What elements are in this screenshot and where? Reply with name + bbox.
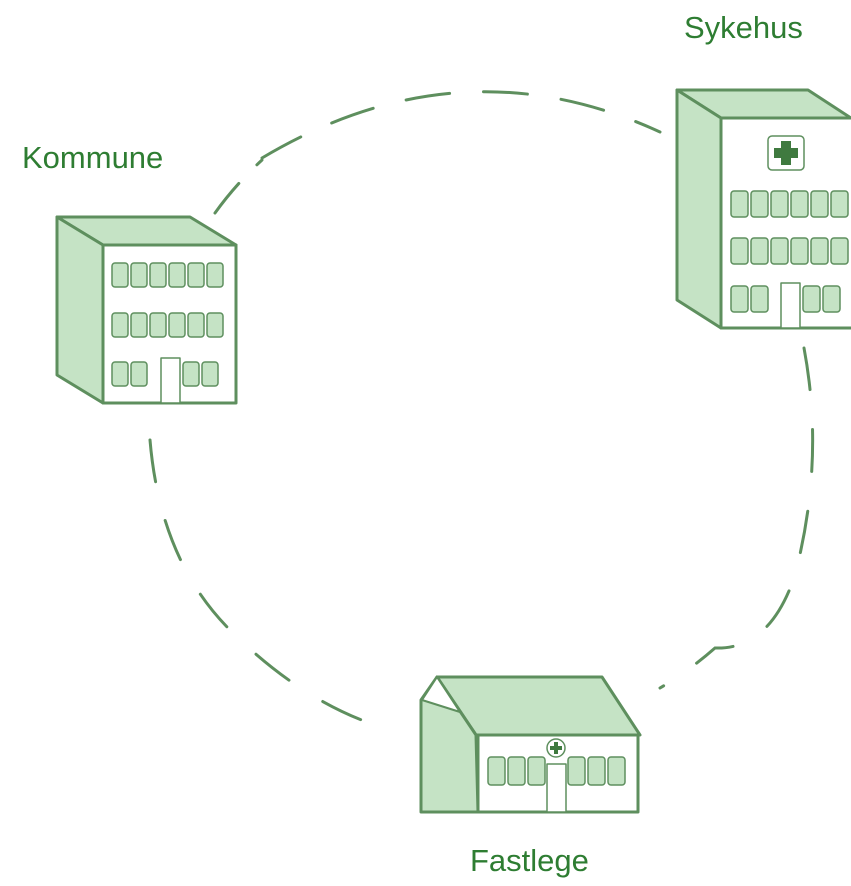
fastlege-clinic-icon bbox=[419, 675, 642, 814]
fastlege-label: Fastlege bbox=[470, 843, 589, 878]
dashed-cycle-connector bbox=[148, 90, 815, 728]
kommune-building-icon bbox=[55, 215, 238, 405]
kommune-label: Kommune bbox=[22, 140, 164, 175]
medical-cross-icon bbox=[546, 738, 566, 758]
sykehus-building-icon bbox=[675, 88, 851, 330]
sykehus-label: Sykehus bbox=[684, 10, 803, 45]
medical-cross-icon bbox=[767, 135, 805, 171]
